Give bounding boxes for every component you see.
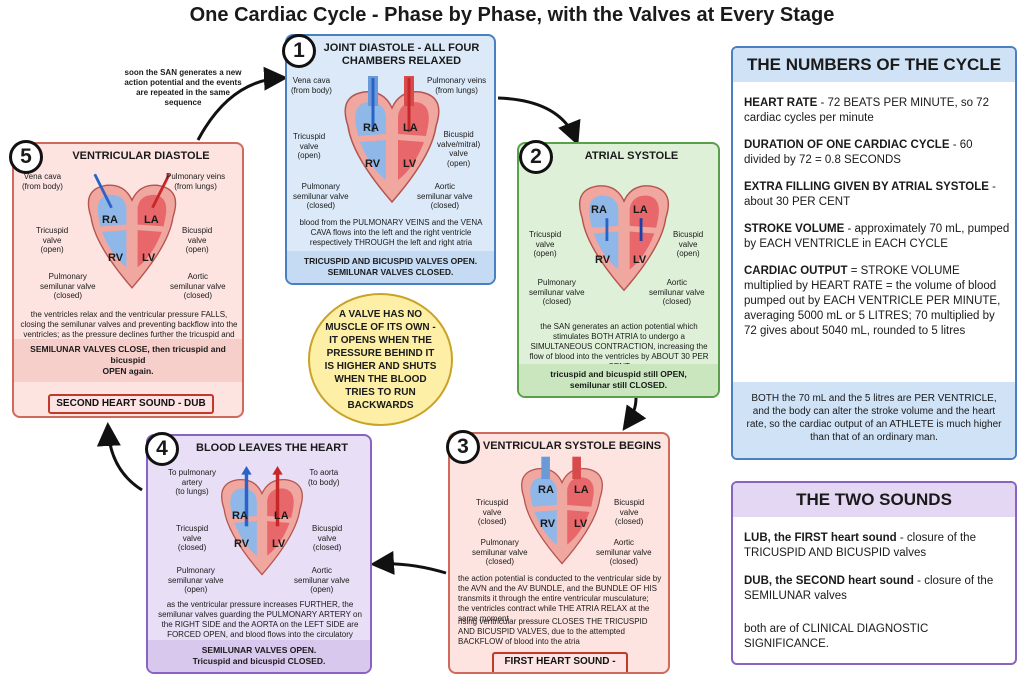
stage-5-ra: RA [102, 214, 118, 226]
stage-1-footer: TRICUSPID AND BICUSPID VALVES OPEN. SEMI… [287, 251, 494, 283]
stage-5-label-bicuspid: Bicuspid valve (open) [182, 226, 213, 254]
stage-3-rv: RV [540, 518, 556, 530]
stage-1-description: blood from the PULMONARY VEINS and the V… [299, 218, 483, 247]
stage-5-title: VENTRICULAR DIASTOLE [72, 150, 210, 162]
numbers-panel-title: THE NUMBERS OF THE CYCLE [733, 48, 1015, 82]
stage-4-footer: SEMILUNAR VALVES OPEN. Tricuspid and bic… [148, 640, 370, 672]
stage-1-title: JOINT DIASTOLE - ALL FOUR CHAMBERS RELAX… [323, 42, 480, 67]
stage-1-card: JOINT DIASTOLE - ALL FOUR CHAMBERS RELAX… [285, 34, 496, 285]
stage-1-label-tricuspid: Tricuspid valve (open) [293, 132, 326, 160]
stage-4-label-pulmonary-artery: To pulmonary artery (to lungs) [168, 468, 217, 496]
stage-4-ra: RA [232, 510, 248, 522]
stage-4-label-pulmonary-semilunar: Pulmonary semilunar valve (open) [168, 566, 224, 594]
stage-1-label-aortic-semilunar: Aortic semilunar valve (closed) [417, 182, 473, 210]
stage-4-number: 4 [145, 432, 179, 466]
stage-4-heart [221, 465, 303, 576]
stage-2-footer: tricuspid and bicuspid still OPEN, semil… [519, 364, 718, 396]
stage-5-rv: RV [108, 252, 124, 264]
stage-2-card: ATRIAL SYSTOLE RA LA RV LV Tricuspid val… [517, 142, 720, 398]
stage-5-label-pulmonary-veins: Pulmonary veins (from lungs) [166, 172, 226, 191]
sounds-item-dub: DUB, the SECOND heart sound - closure of… [744, 575, 994, 602]
stage-3-la: LA [574, 484, 589, 496]
stage-3-title: VENTRICULAR SYSTOLE BEGINS [482, 440, 662, 452]
stage-3-sound-badge: FIRST HEART SOUND - LUB [492, 652, 628, 672]
stage-2-rv: RV [595, 254, 611, 266]
stage-5-lv: LV [142, 252, 156, 264]
arrow-3-to-4 [370, 550, 447, 575]
stage-1-label-vena-cava: Vena cava (from body) [291, 76, 332, 95]
numbers-item-atrial-filling: EXTRA FILLING GIVEN BY ATRIAL SYSTOLE - … [744, 181, 996, 208]
stage-3-description: the action potential is conducted to the… [458, 574, 662, 623]
arrow-4-to-5 [96, 422, 143, 492]
sounds-panel-title: THE TWO SOUNDS [733, 483, 1015, 517]
stage-5-label-vena-cava: Vena cava (from body) [22, 172, 63, 191]
stage-2-label-aortic-semilunar: Aortic semilunar valve (closed) [649, 278, 705, 306]
stage-3-description-2: rising ventricular pressure CLOSES THE T… [458, 617, 648, 646]
page-title: One Cardiac Cycle - Phase by Phase, with… [189, 4, 835, 26]
sounds-item-lub: LUB, the FIRST heart sound - closure of … [744, 532, 976, 559]
stage-4-label-tricuspid: Tricuspid valve (closed) [176, 524, 209, 552]
stage-4-rv: RV [234, 538, 250, 550]
stage-5-label-tricuspid: Tricuspid valve (open) [36, 226, 69, 254]
stage-2-title: ATRIAL SYSTOLE [584, 150, 679, 162]
stage-5-sound-badge: SECOND HEART SOUND - DUB [48, 394, 214, 414]
stage-4-lv: LV [272, 538, 286, 550]
numbers-panel: THE NUMBERS OF THE CYCLE HEART RATE - 72… [731, 46, 1017, 460]
arrow-1-to-2 [497, 96, 581, 146]
stage-1-lv: LV [403, 158, 417, 170]
stage-2-ra: RA [591, 204, 607, 216]
stage-3-card: VENTRICULAR SYSTOLE BEGINS RA LA RV LV T… [448, 432, 670, 674]
stage-3-heart [521, 456, 603, 565]
stage-4-card: BLOOD LEAVES THE HEART RA LA RV LV To pu… [146, 434, 372, 674]
stage-3-number: 3 [446, 430, 480, 464]
stage-2-heart [578, 185, 670, 292]
stage-2-label-bicuspid: Bicuspid valve (open) [673, 230, 704, 258]
stage-1-label-pulmonary-veins: Pulmonary veins (from lungs) [427, 76, 487, 95]
numbers-item-duration: DURATION OF ONE CARDIAC CYCLE - 60 divid… [744, 139, 973, 166]
stage-1-number: 1 [282, 34, 316, 68]
valve-rule-bubble: A VALVE HAS NO MUSCLE OF ITS OWN - IT OP… [308, 293, 453, 426]
stage-3-lv: LV [574, 518, 588, 530]
stage-5-footer: SEMILUNAR VALVES CLOSE, then tricuspid a… [14, 339, 242, 382]
stage-4-label-aorta: To aorta (to body) [308, 468, 340, 487]
stage-1-label-pulmonary-semilunar: Pulmonary semilunar valve (closed) [293, 182, 349, 210]
loop-note: soon the SAN generates a new action pote… [124, 68, 242, 107]
stage-2-label-tricuspid: Tricuspid valve (open) [529, 230, 562, 258]
arrow-5-to-1 [196, 66, 288, 141]
stage-2-label-pulmonary-semilunar: Pulmonary semilunar valve (closed) [529, 278, 585, 306]
stage-5-label-pulmonary-semilunar: Pulmonary semilunar valve (closed) [40, 272, 96, 300]
valve-rule-text: A VALVE HAS NO MUSCLE OF ITS OWN - IT OP… [324, 308, 437, 411]
stage-3-label-aortic-semilunar: Aortic semilunar valve (closed) [596, 538, 652, 566]
stage-1-heart [344, 76, 440, 204]
stage-1-ra: RA [363, 122, 379, 134]
stage-5-card: VENTRICULAR DIASTOLE RA LA RV LV Vena ca… [12, 142, 244, 418]
stage-3-label-tricuspid: Tricuspid valve (closed) [476, 498, 509, 526]
stage-1-rv: RV [365, 158, 381, 170]
stage-3-ra: RA [538, 484, 554, 496]
stage-3-label-bicuspid: Bicuspid valve (closed) [614, 498, 645, 526]
stage-4-la: LA [274, 510, 289, 522]
stage-5-heart [87, 173, 177, 289]
stage-2-number: 2 [519, 140, 553, 174]
numbers-panel-footer: BOTH the 70 mL and the 5 litres are PER … [733, 382, 1015, 458]
stage-4-label-bicuspid: Bicuspid valve (closed) [312, 524, 343, 552]
stage-1-label-bicuspid: Bicuspid valve/mitral) valve (open) [437, 130, 481, 168]
stage-4-label-aortic-semilunar: Aortic semilunar valve (open) [294, 566, 350, 594]
numbers-item-heart-rate: HEART RATE - 72 BEATS PER MINUTE, so 72 … [744, 97, 989, 124]
arrow-2-to-3 [622, 397, 647, 431]
stage-2-la: LA [633, 204, 648, 216]
stage-3-label-pulmonary-semilunar: Pulmonary semilunar valve (closed) [472, 538, 528, 566]
sounds-panel: THE TWO SOUNDS LUB, the FIRST heart soun… [731, 481, 1017, 665]
stage-5-la: LA [144, 214, 159, 226]
stage-5-number: 5 [9, 140, 43, 174]
stage-1-la: LA [403, 122, 418, 134]
numbers-item-cardiac-output: CARDIAC OUTPUT = STROKE VOLUME multiplie… [744, 265, 1001, 337]
sounds-item-significance: both are of CLINICAL DIAGNOSTIC SIGNIFIC… [744, 623, 929, 650]
numbers-item-stroke-volume: STROKE VOLUME - approximately 70 mL, pum… [744, 223, 1010, 250]
stage-4-title: BLOOD LEAVES THE HEART [196, 442, 348, 454]
stage-5-label-aortic-semilunar: Aortic semilunar valve (closed) [170, 272, 226, 300]
stage-2-lv: LV [633, 254, 647, 266]
